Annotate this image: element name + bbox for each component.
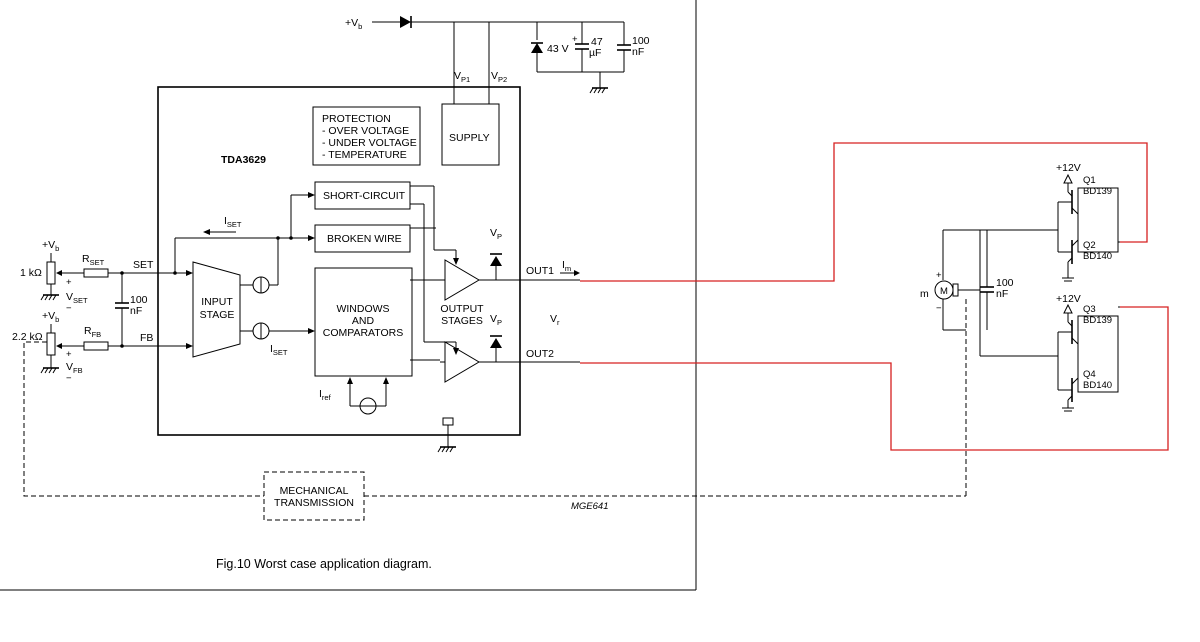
v12-label-bottom: +12V [1056,293,1081,305]
out2-label: OUT2 [526,348,554,360]
supply-circuit: +Vb VP1 VP2 43 V + 47 µF 100 nF [345,16,650,104]
v12-label-top: +12V [1056,162,1081,174]
wire-out1 [580,142,1148,282]
pot-1-label: 1 kΩ [20,267,42,279]
output-stages-line-2: STAGES [441,315,483,327]
bridge-cap-value: 100 [996,277,1014,289]
supply-diode-icon [400,16,411,28]
q3-part: BD139 [1083,315,1112,326]
fb-label: FB [140,332,153,344]
figure-caption: Fig.10 Worst case application diagram. [216,557,432,571]
chip-name: TDA3629 [221,154,266,166]
protection-line-2: - OVER VOLTAGE [322,125,409,137]
vfb-label: VFB [66,361,83,375]
supply-box [441,103,500,166]
mechanical-line-2: TRANSMISSION [274,497,354,509]
vp2-label: VP2 [491,70,507,84]
vp-label-1: VP [490,227,502,241]
left-input-circuit: +Vb 1 kΩ RSET SET + VSET − 100 nF +Vb [12,239,193,384]
svg-text:+: + [572,34,578,45]
short-circuit-label: SHORT-CIRCUIT [323,190,406,202]
q3-label: Q3 [1083,304,1096,315]
cap100-unit: nF [632,46,644,58]
rset-label: RSET [82,253,105,267]
vp-label-2: VP [490,313,502,327]
iset-label-top: ISET [224,215,242,229]
q1-part: BD139 [1083,186,1112,197]
rfb-label: RFB [84,325,101,339]
transistor-q2-icon [1058,239,1079,264]
bridge-cap-unit: nF [996,288,1008,300]
vr-label: Vr [550,313,560,327]
supply-label: SUPPLY [449,132,490,144]
transistor-q1-icon [1058,190,1079,215]
cap47-value: 47 [591,36,603,48]
transistor-q3-icon [1058,320,1079,345]
windows-line-2: AND [352,315,375,327]
q4-label: Q4 [1083,369,1096,380]
protection-line-3: - UNDER VOLTAGE [322,137,417,149]
vset-label: VSET [66,291,88,305]
svg-text:−: − [936,303,942,314]
mechanical-line-1: MECHANICAL [280,485,349,497]
rset-resistor-icon [83,268,109,278]
protection-line-1: PROTECTION [322,113,391,125]
im-label: Im [562,259,571,273]
broken-wire-label: BROKEN WIRE [327,233,402,245]
left-cap-value: 100 [130,294,148,306]
rfb-resistor-icon [83,341,109,351]
pot-1-icon [46,261,56,285]
output-buffer-2-icon [444,341,480,383]
mechanical-transmission-box [263,471,365,521]
vp-diode-1-icon [490,256,502,266]
ground-icon [589,87,608,94]
motor-label: M [940,286,948,297]
q1-label: Q1 [1083,175,1096,186]
wire-out2 [580,306,1169,451]
input-stage-block [192,261,241,358]
vp1-label: VP1 [454,70,470,84]
output-buffer-1-icon [444,259,480,301]
chip-outline [157,86,521,436]
transistor-q4-icon [1058,377,1079,402]
left-vb-top: +Vb [42,239,59,253]
chip-ground-icon [437,446,456,453]
vp-diode-2-icon [490,338,502,348]
windows-comparators-box [314,267,413,377]
broken-wire-box [314,224,411,253]
diagram-code: MGE641 [571,501,609,512]
zener-label: 43 V [547,43,569,55]
output-stages-line-1: OUTPUT [440,303,484,315]
cap100-value: 100 [632,35,650,47]
short-circuit-box [314,181,411,210]
protection-line-4: - TEMPERATURE [322,149,407,161]
svg-text:+: + [66,349,72,360]
left-vb-bottom: +Vb [42,310,59,324]
left-cap-unit: nF [130,305,142,317]
svg-text:+: + [66,277,72,288]
windows-line-3: COMPARATORS [323,327,404,339]
protection-box [312,106,421,166]
pot-2-icon [46,332,56,356]
svg-text:+: + [936,270,942,281]
pot-2-label: 2.2 kΩ [12,331,43,343]
q2-part: BD140 [1083,251,1112,262]
iset-label-bottom: ISET [270,343,288,357]
zener-diode-icon [531,43,543,53]
motor-side-label: m [920,288,929,300]
windows-line-1: WINDOWS [336,303,389,315]
supply-vb-label: +Vb [345,17,362,31]
cap47-unit: µF [589,47,601,59]
svg-text:−: − [66,303,72,314]
out1-label: OUT1 [526,265,554,277]
svg-text:−: − [66,373,72,384]
h-bridge-circuit: +12V Q1 BD139 Q2 BD140 +12V [920,162,1120,412]
input-stage-line-2: STAGE [200,309,235,321]
q2-label: Q2 [1083,240,1096,251]
q4-part: BD140 [1083,380,1112,391]
iref-label: Iref [319,388,332,402]
input-stage-line-1: INPUT [201,296,233,308]
set-label: SET [133,259,154,271]
